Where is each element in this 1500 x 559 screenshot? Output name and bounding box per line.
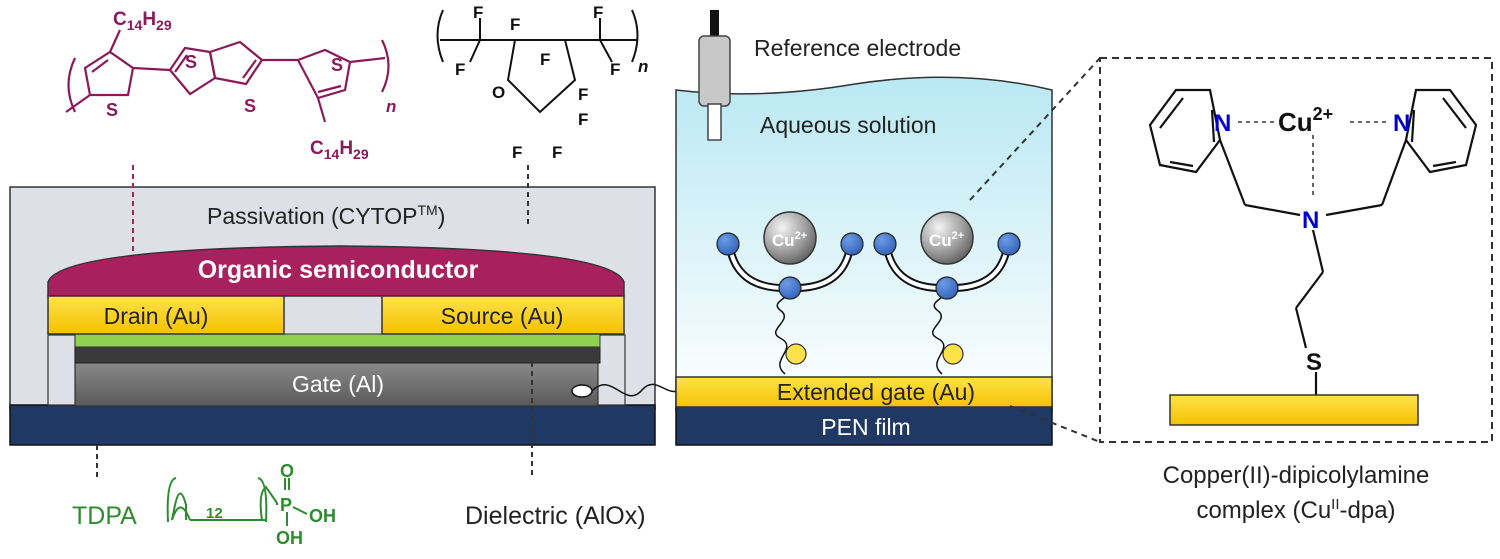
svg-text:C14H29: C14H29 bbox=[113, 9, 172, 33]
svg-text:S: S bbox=[106, 100, 118, 120]
svg-text:P: P bbox=[280, 495, 292, 515]
cu-dpa-complex-panel: N N N Cu2+ S Copper(II)-dipicolylamine c… bbox=[1099, 57, 1493, 524]
svg-text:F: F bbox=[510, 15, 520, 34]
svg-text:O: O bbox=[492, 83, 505, 102]
gate-label: Gate (Al) bbox=[292, 371, 384, 397]
zoom-line-bottom bbox=[1009, 405, 1101, 443]
svg-text:n: n bbox=[638, 57, 648, 76]
reference-electrode-cable bbox=[710, 10, 719, 40]
gate-electrode bbox=[74, 361, 601, 407]
polymer-atoms: S S S S n C14H29 C14H29 bbox=[106, 9, 396, 162]
nitrogen-amine: N bbox=[1302, 207, 1319, 234]
drain-label: Drain (Au) bbox=[104, 303, 209, 329]
gold-surface bbox=[1169, 394, 1419, 426]
svg-text:C14H29: C14H29 bbox=[310, 138, 369, 162]
cu-ion-2 bbox=[920, 211, 974, 265]
solution-label: Aqueous solution bbox=[760, 112, 936, 138]
svg-text:F: F bbox=[578, 85, 588, 104]
svg-text:F: F bbox=[578, 110, 588, 129]
right-support bbox=[597, 334, 626, 406]
anchor-2 bbox=[942, 343, 964, 365]
drain-electrode bbox=[47, 295, 285, 335]
svg-text:F: F bbox=[473, 3, 483, 22]
semiconductor-label: Organic semiconductor bbox=[198, 256, 479, 284]
semiconductor-polymer-structure bbox=[65, 29, 390, 123]
svg-text:OH: OH bbox=[309, 506, 336, 526]
svg-text:OH: OH bbox=[276, 528, 303, 548]
reference-electrode-label: Reference electrode bbox=[754, 35, 961, 61]
svg-text:F: F bbox=[552, 143, 562, 162]
dielectric-layer bbox=[74, 346, 601, 364]
tdpa-structure bbox=[166, 477, 308, 526]
svg-text:S: S bbox=[244, 96, 256, 116]
reference-electrode-tip bbox=[707, 103, 722, 141]
cu-ion-1 bbox=[763, 211, 817, 265]
svg-text:12: 12 bbox=[206, 505, 223, 522]
svg-text:S: S bbox=[185, 52, 197, 72]
complex-name-line1: Copper(II)-dipicolylamine bbox=[1163, 462, 1430, 489]
pen-label: PEN film bbox=[821, 414, 910, 440]
tdpa-atoms: 12 P O OH OH bbox=[206, 461, 336, 548]
pen-film bbox=[675, 404, 1053, 446]
connecting-wire bbox=[591, 383, 679, 397]
ofet-device: Passivation (CYTOPTM) Organic semiconduc… bbox=[9, 165, 699, 530]
svg-text:F: F bbox=[610, 60, 620, 79]
tdpa-label: TDPA bbox=[72, 502, 137, 530]
svg-text:F: F bbox=[512, 143, 522, 162]
cable-plug-left bbox=[571, 384, 593, 398]
organic-semiconductor bbox=[47, 245, 625, 297]
nitrogen-right: N bbox=[1393, 110, 1410, 137]
sulfur-atom: S bbox=[1306, 349, 1322, 376]
source-electrode bbox=[381, 295, 625, 335]
source-label: Source (Au) bbox=[441, 303, 564, 329]
svg-text:Cu2+: Cu2+ bbox=[929, 230, 964, 250]
reference-electrode-body bbox=[698, 35, 731, 107]
receptor-complex-1: Cu2+ bbox=[716, 211, 864, 375]
svg-text:F: F bbox=[593, 3, 603, 22]
svg-text:S: S bbox=[331, 55, 343, 75]
copper-center: Cu2+ bbox=[1278, 104, 1333, 137]
extended-gate-label: Extended gate (Au) bbox=[777, 379, 975, 405]
cu-dpa-structure bbox=[1148, 88, 1478, 395]
cytop-atoms: F F F F F F F F F F O n bbox=[455, 3, 648, 162]
device-substrate bbox=[9, 404, 656, 446]
extended-gate-electrode bbox=[675, 376, 1053, 408]
svg-text:Cu2+: Cu2+ bbox=[772, 230, 807, 250]
cytop-structure bbox=[436, 9, 639, 114]
cu-dpa-coordination bbox=[1238, 121, 1390, 195]
tdpa-layer bbox=[74, 333, 601, 348]
extended-gate-sensor: Extended gate (Au) PEN film Reference el… bbox=[675, 10, 1101, 446]
left-support bbox=[47, 334, 76, 406]
passivation-label: Passivation (CYTOPTM) bbox=[207, 202, 445, 229]
complex-name-line2: complex (CuII-dpa) bbox=[1196, 496, 1395, 524]
svg-text:O: O bbox=[280, 461, 294, 481]
svg-text:F: F bbox=[455, 60, 465, 79]
nitrogen-left: N bbox=[1214, 110, 1231, 137]
aqueous-solution bbox=[675, 76, 1053, 411]
svg-text:n: n bbox=[386, 97, 396, 116]
receptor-complex-2: Cu2+ bbox=[873, 211, 1021, 375]
anchor-1 bbox=[785, 343, 807, 365]
svg-text:F: F bbox=[540, 50, 550, 69]
dielectric-label: Dielectric (AlOx) bbox=[465, 502, 646, 530]
